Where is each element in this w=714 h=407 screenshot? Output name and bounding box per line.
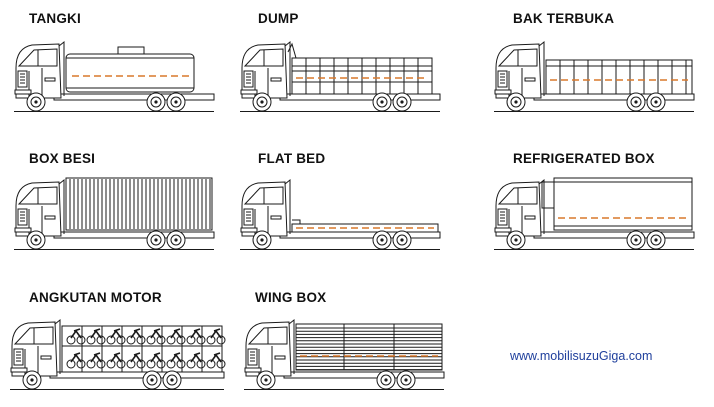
truck-label: DUMP: [258, 11, 299, 26]
open-deck-truck-illustration: [494, 38, 695, 112]
steel-box-truck-illustration: [14, 176, 215, 250]
truck-label: REFRIGERATED BOX: [513, 151, 655, 166]
dump-truck-illustration: [240, 38, 441, 112]
flatbed-truck-illustration: [240, 176, 441, 250]
truck-label: BAK TERBUKA: [513, 11, 615, 26]
tanker-truck-illustration: [14, 38, 215, 112]
truck-label: TANGKI: [29, 11, 81, 26]
motorcycle-carrier-illustration: [10, 316, 226, 396]
refrigerated-truck-illustration: [494, 176, 695, 250]
truck-label: WING BOX: [255, 290, 327, 305]
wing-box-truck-illustration: [244, 316, 445, 390]
truck-label: ANGKUTAN MOTOR: [29, 290, 162, 305]
truck-label: BOX BESI: [29, 151, 96, 166]
website-link[interactable]: www.mobilisuzuGiga.com: [510, 349, 653, 363]
truck-label: FLAT BED: [258, 151, 326, 166]
